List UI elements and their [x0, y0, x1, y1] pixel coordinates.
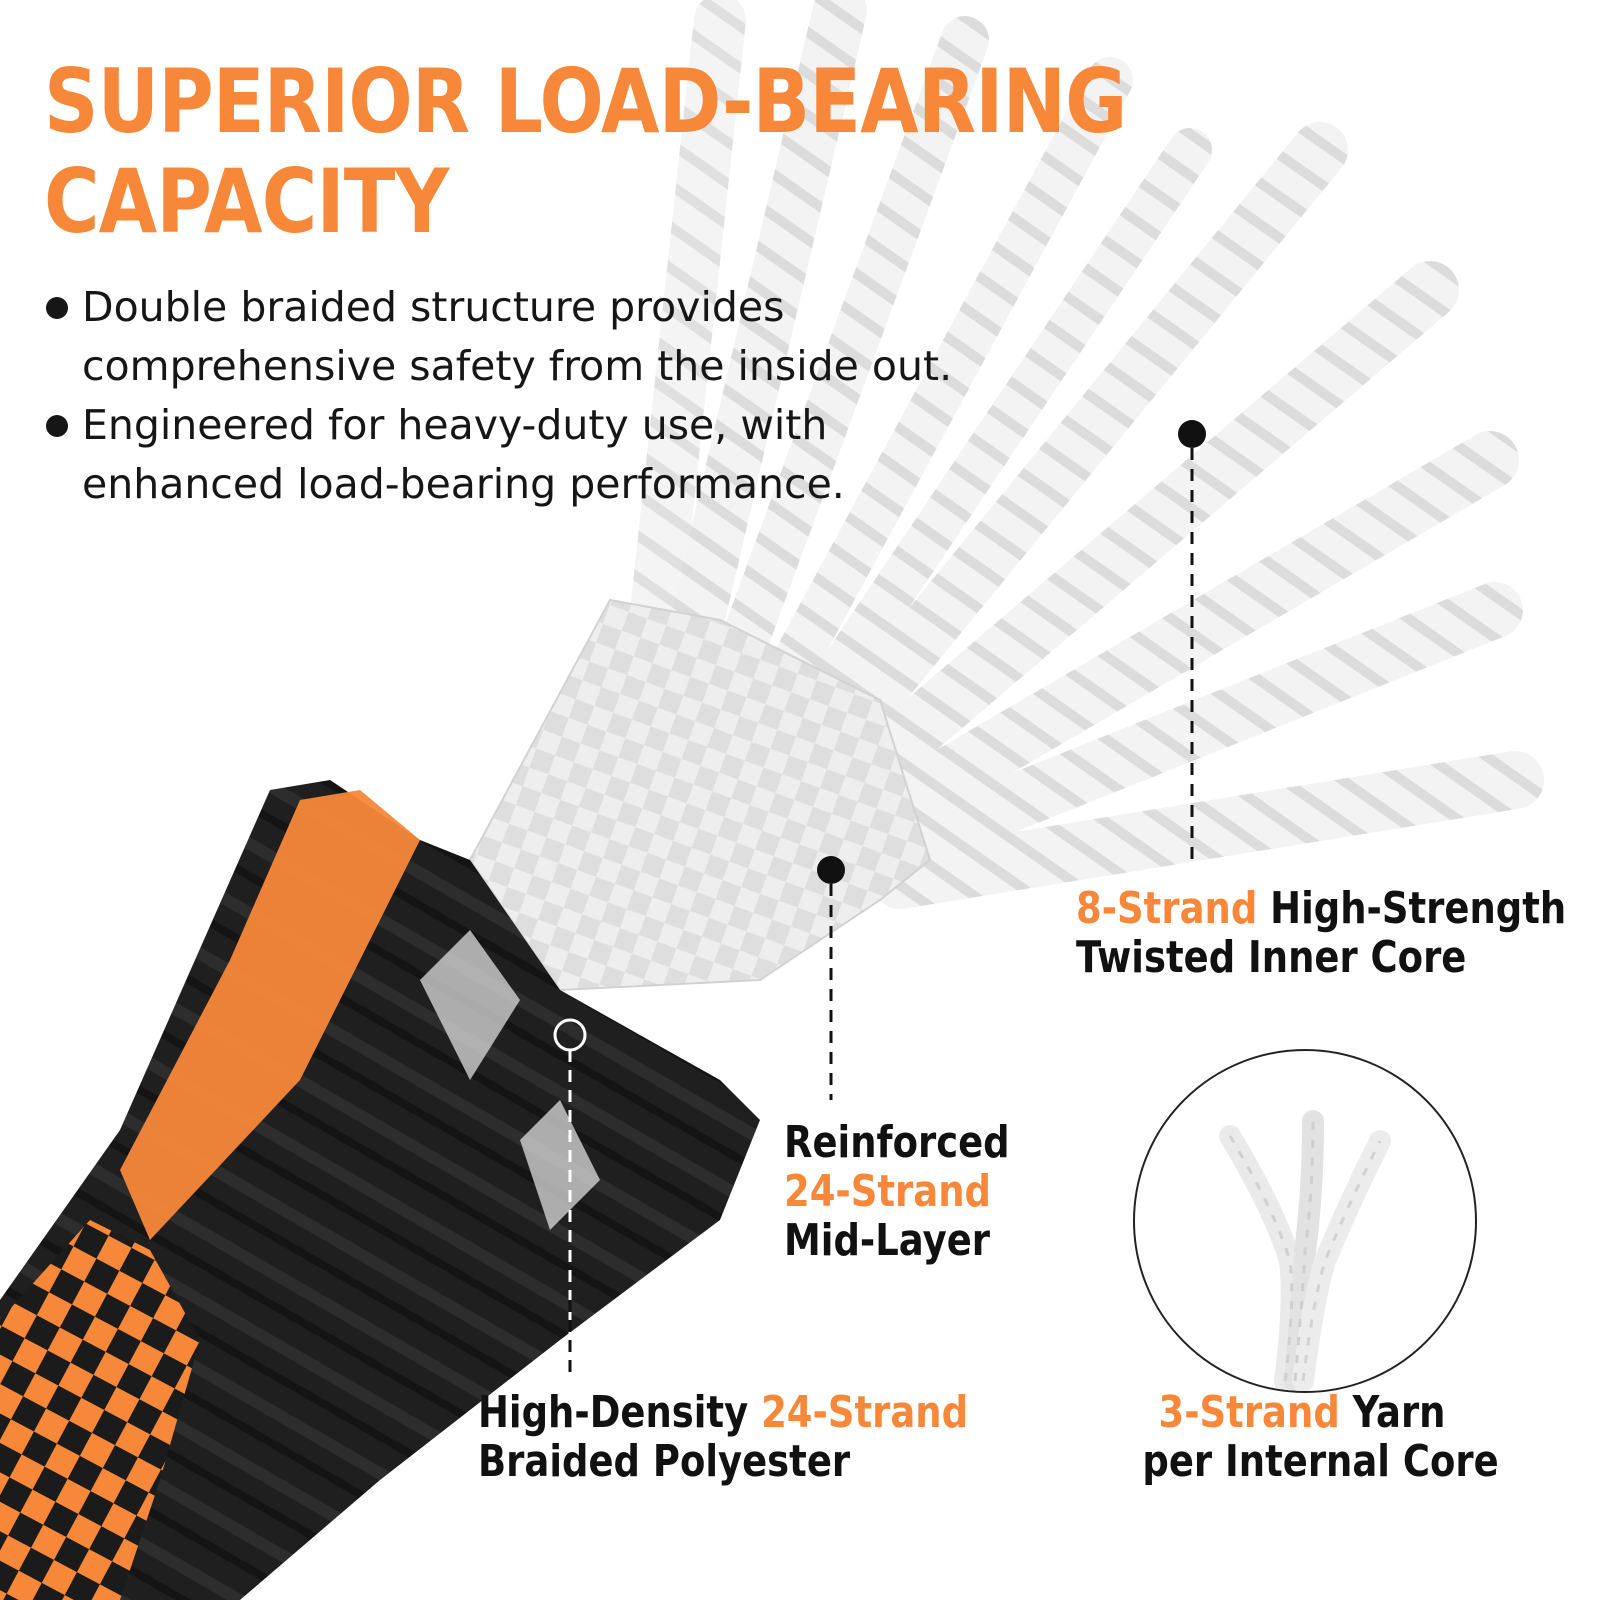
- callout-outer-layer-line-2: Braided Polyester: [478, 1436, 851, 1487]
- callout-outer-layer-accent: 24-Strand: [761, 1387, 969, 1438]
- yarn-detail-inset: [1133, 1049, 1477, 1393]
- feature-item: Engineered for heavy-duty use, with enha…: [44, 396, 1004, 514]
- callout-mid-layer: Reinforced 24-Strand Mid-Layer: [784, 1118, 1010, 1265]
- callout-yarn-line-2: per Internal Core: [1142, 1436, 1499, 1487]
- callout-outer-layer-text: High-Density: [478, 1387, 762, 1438]
- mid-layer-marker-dot: [817, 856, 845, 884]
- outer-braid: [0, 780, 760, 1600]
- bullet-dot-icon: [46, 415, 68, 437]
- callout-yarn-accent: 3-Strand: [1158, 1387, 1340, 1438]
- callout-mid-layer-line-3: Mid-Layer: [784, 1215, 990, 1266]
- inner-core-marker-dot: [1178, 420, 1206, 448]
- callout-outer-layer: High-Density 24-Strand Braided Polyester: [478, 1388, 968, 1486]
- callout-markers: [553, 420, 1206, 1380]
- callout-mid-layer-accent: 24-Strand: [784, 1166, 992, 1217]
- callout-inner-core: 8-Strand High-Strength Twisted Inner Cor…: [1076, 884, 1566, 982]
- callout-mid-layer-line-1: Reinforced: [784, 1117, 1010, 1168]
- yarn-detail-illustration: [1219, 1110, 1391, 1391]
- callout-inner-core-text: High-Strength: [1257, 883, 1567, 934]
- page-title-line-1: SUPERIOR LOAD-BEARING: [44, 50, 1127, 153]
- feature-item: Double braided structure provides compre…: [44, 278, 1004, 396]
- outer-braid-checker: [0, 1220, 200, 1600]
- callout-yarn-text: Yarn: [1339, 1387, 1446, 1438]
- callout-inner-core-accent: 8-Strand: [1076, 883, 1258, 934]
- feature-item-line-1: Engineered for heavy-duty use, with: [82, 401, 828, 449]
- outer-braid-white-fleck: [420, 930, 600, 1230]
- feature-list: Double braided structure provides compre…: [44, 278, 1004, 514]
- feature-item-line-2: enhanced load-bearing performance.: [82, 460, 845, 508]
- bullet-dot-icon: [46, 297, 68, 319]
- page-title-line-2: CAPACITY: [44, 150, 449, 253]
- outer-braid-orange-band: [120, 790, 420, 1240]
- mid-layer-weave: [468, 598, 932, 992]
- callout-yarn: 3-Strand Yarn per Internal Core: [1142, 1387, 1498, 1486]
- feature-item-line-2: comprehensive safety from the inside out…: [82, 342, 953, 390]
- callout-inner-core-line-2: Twisted Inner Core: [1076, 932, 1467, 983]
- page-title: SUPERIOR LOAD-BEARING CAPACITY: [44, 50, 1127, 253]
- feature-item-line-1: Double braided structure provides: [82, 283, 785, 331]
